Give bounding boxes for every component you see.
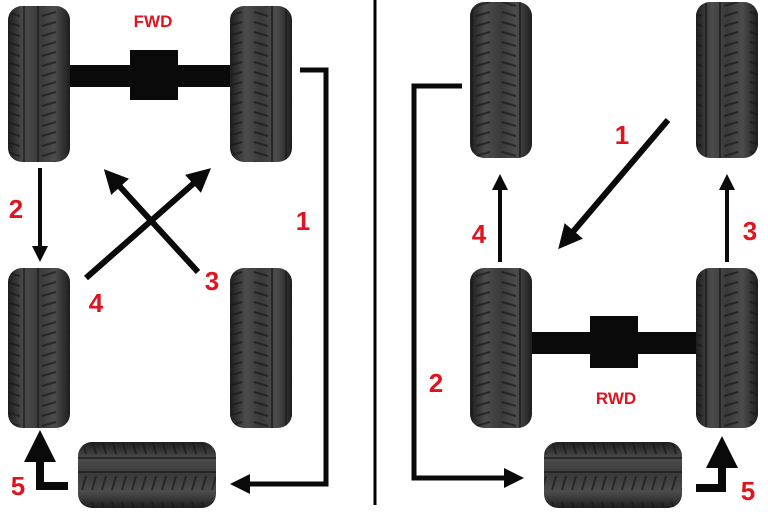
rwd-differential <box>590 316 638 368</box>
rwd-step-4: 4 <box>472 219 487 249</box>
fwd-tire-front-left <box>8 6 70 162</box>
fwd-diagram: FWD 1 2 3 4 5 <box>8 6 329 508</box>
rwd-diagram: RWD 1 2 3 4 5 <box>411 2 758 508</box>
rwd-tire-rear-right <box>696 268 758 428</box>
fwd-label: FWD <box>134 12 173 31</box>
fwd-arrow-5 <box>24 430 68 490</box>
fwd-step-5: 5 <box>11 471 25 501</box>
rwd-step-2: 2 <box>429 368 443 398</box>
fwd-arrow-4 <box>84 168 212 281</box>
rwd-tire-rear-left <box>470 268 532 428</box>
rwd-step-1: 1 <box>615 120 629 150</box>
fwd-tire-spare <box>78 442 216 508</box>
fwd-tire-front-right <box>230 6 292 162</box>
fwd-step-4: 4 <box>89 288 104 318</box>
rwd-step-5: 5 <box>741 476 755 506</box>
fwd-step-1: 1 <box>296 206 310 236</box>
rwd-arrow-1 <box>558 118 671 250</box>
rwd-label: RWD <box>596 389 636 408</box>
fwd-tire-rear-left <box>8 268 70 428</box>
rwd-step-3: 3 <box>743 216 757 246</box>
rwd-tire-front-right <box>696 2 758 158</box>
fwd-tire-rear-right <box>230 268 292 428</box>
fwd-step-3: 3 <box>205 266 219 296</box>
fwd-step-2: 2 <box>9 194 23 224</box>
rwd-tire-front-left <box>470 2 532 158</box>
fwd-differential <box>130 50 178 100</box>
fwd-arrow-1 <box>230 67 329 494</box>
fwd-arrow-3 <box>103 169 201 275</box>
rwd-arrow-5 <box>696 436 738 492</box>
rwd-tire-spare <box>544 442 682 508</box>
rwd-arrow-2 <box>411 83 524 488</box>
